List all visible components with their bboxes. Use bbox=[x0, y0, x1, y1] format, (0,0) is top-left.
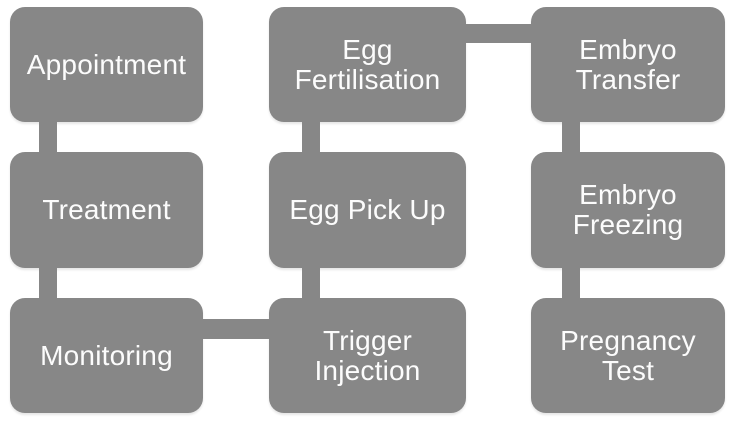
step-monitoring: Monitoring bbox=[10, 298, 203, 413]
step-egg-fertilisation: Egg Fertilisation bbox=[269, 7, 466, 122]
step-embryo-freezing: Embryo Freezing bbox=[531, 152, 725, 268]
step-pregnancy-test: Pregnancy Test bbox=[531, 298, 725, 413]
connector-treatment-monitoring bbox=[39, 268, 57, 298]
step-trigger-injection: Trigger Injection bbox=[269, 298, 466, 413]
connector-embryo-freezing-pregnancy-test bbox=[562, 268, 580, 298]
connector-embryo-transfer-embryo-freezing bbox=[562, 122, 580, 152]
step-egg-pick-up: Egg Pick Up bbox=[269, 152, 466, 268]
step-appointment: Appointment bbox=[10, 7, 203, 122]
connector-egg-fertilisation-embryo-transfer bbox=[466, 24, 531, 43]
connector-monitoring-trigger-injection bbox=[203, 319, 269, 339]
connector-egg-pick-up-egg-fertilisation bbox=[302, 122, 320, 152]
step-treatment: Treatment bbox=[10, 152, 203, 268]
connector-trigger-injection-egg-pick-up bbox=[302, 268, 320, 298]
connector-appointment-treatment bbox=[39, 122, 57, 152]
step-embryo-transfer: Embryo Transfer bbox=[531, 7, 725, 122]
